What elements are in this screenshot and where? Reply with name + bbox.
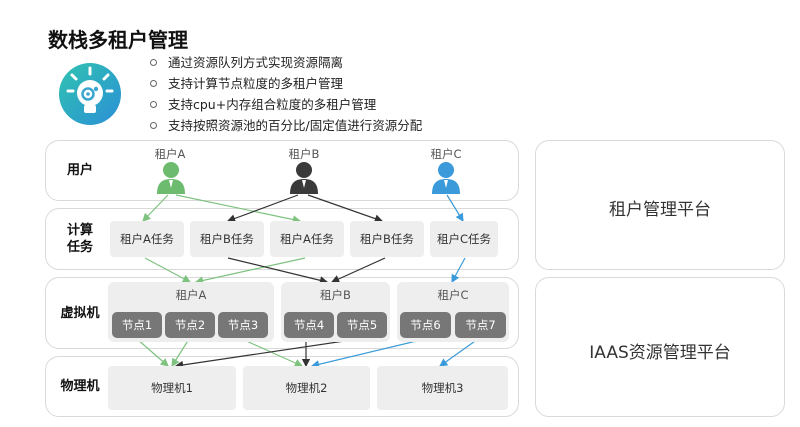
edge-task2-vm-b — [227, 257, 329, 285]
task-box: 租户B任务 — [350, 221, 424, 257]
edge-user-a-task3 — [175, 194, 302, 224]
feature-item: 支持按照资源池的百分比/固定值进行资源分配 — [148, 115, 422, 136]
user-icon — [156, 161, 186, 198]
vm-group-label: 租户C — [437, 288, 469, 302]
node-box: 节点6 — [400, 312, 451, 338]
iaas-platform-label: IAAS资源管理平台 — [589, 343, 731, 363]
tenant-platform-label: 租户管理平台 — [609, 200, 711, 220]
edge-user-a-task1 — [142, 194, 169, 222]
node-box: 节点5 — [337, 312, 387, 338]
task-box: 租户A任务 — [110, 221, 184, 257]
task-box: 租户B任务 — [190, 221, 264, 257]
user-row-label: 用户 — [66, 163, 93, 178]
edge-node3-pm2 — [241, 338, 304, 367]
edge-task5-vm-c — [451, 257, 466, 284]
physical-machine-box: 物理机1 — [108, 366, 236, 410]
edge-node7-pm3 — [439, 338, 479, 367]
physical-machine-box: 物理机3 — [377, 366, 508, 410]
tenant-b-name: 租户B — [288, 147, 320, 161]
edge-user-b-task2 — [226, 194, 299, 223]
edge-user-c-task5 — [446, 194, 464, 223]
node-box: 节点4 — [284, 312, 334, 338]
user-icon — [289, 161, 319, 198]
tenant-platform-panel: 租户管理平台 — [535, 140, 785, 270]
edge-task4-vm-b — [330, 257, 386, 283]
page-title: 数栈多租户管理 — [48, 28, 188, 52]
lightbulb-gear-icon — [58, 62, 122, 126]
edge-node5-pm1 — [174, 338, 359, 370]
vm-row-label: 虚拟机 — [60, 306, 100, 321]
edge-user-b-task4 — [307, 194, 384, 223]
edge-node1-pm1 — [136, 338, 169, 367]
edge-node6-pm2 — [310, 338, 426, 369]
node-box: 节点7 — [455, 312, 506, 338]
feature-item: 通过资源队列方式实现资源隔离 — [148, 52, 422, 73]
edge-node2-pm1 — [171, 338, 190, 368]
feature-list: 通过资源队列方式实现资源隔离 支持计算节点粒度的多租户管理 支持cpu+内存组合… — [148, 52, 422, 136]
task-row-label-line1: 计算 — [66, 223, 93, 238]
iaas-platform-panel: IAAS资源管理平台 — [535, 277, 785, 417]
feature-item: 支持计算节点粒度的多租户管理 — [148, 73, 422, 94]
task-box: 租户C任务 — [430, 221, 498, 257]
tenant-a-name: 租户A — [154, 147, 186, 161]
user-icon — [431, 161, 461, 198]
vm-group-label: 租户B — [320, 288, 351, 302]
node-box: 节点2 — [165, 312, 215, 338]
task-row-label: 计算 任务 — [55, 222, 105, 256]
vm-group-label: 租户A — [175, 288, 207, 302]
feature-item: 支持cpu+内存组合粒度的多租户管理 — [148, 94, 422, 115]
task-box: 租户A任务 — [270, 221, 344, 257]
node-box: 节点1 — [112, 312, 162, 338]
edge-task1-vm-a — [144, 257, 192, 283]
node-box: 节点3 — [218, 312, 268, 338]
physical-machine-box: 物理机2 — [243, 366, 370, 410]
task-row-label-line2: 任务 — [66, 240, 93, 255]
tenant-c-name: 租户C — [430, 147, 462, 161]
edge-task3-vm-a — [194, 257, 306, 285]
physical-row-label: 物理机 — [60, 379, 100, 394]
